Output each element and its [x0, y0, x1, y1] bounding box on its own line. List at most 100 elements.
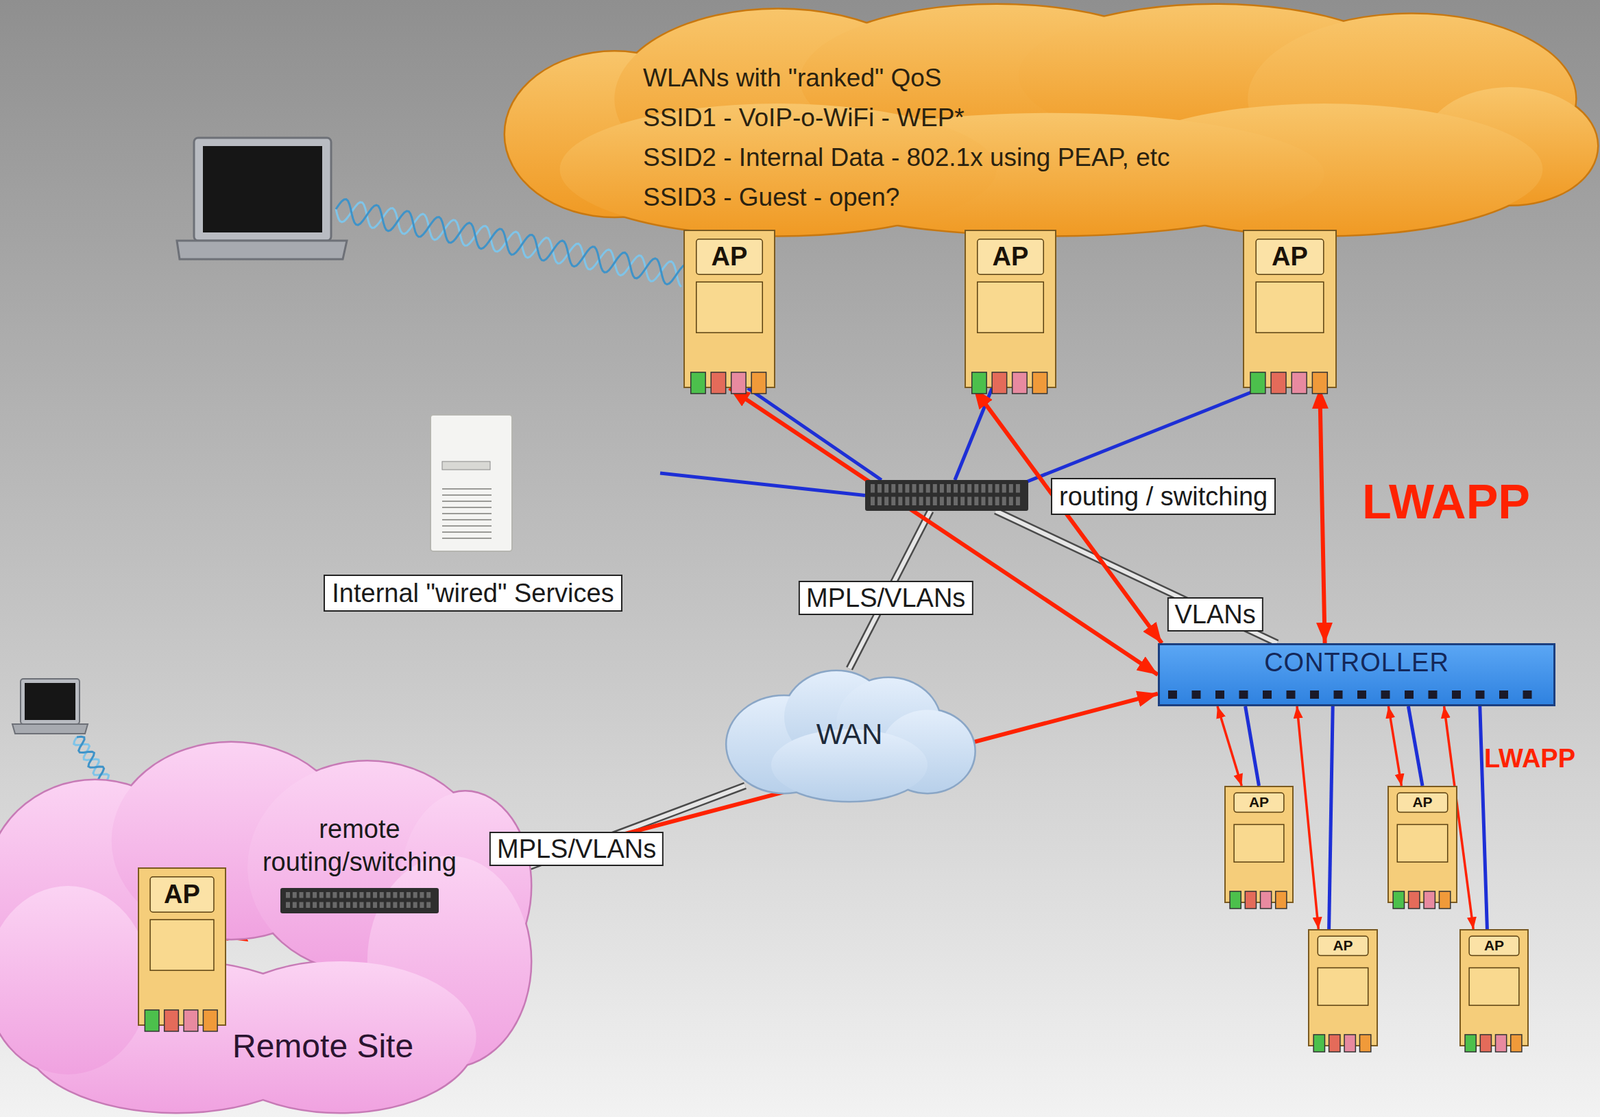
- switch-port: [919, 497, 924, 506]
- ap-port: [1329, 1034, 1341, 1052]
- switch-port: [386, 891, 391, 899]
- ap-label: AP: [137, 876, 227, 912]
- switch-port: [305, 902, 310, 909]
- connector: [1023, 388, 1263, 484]
- ap-port: [1480, 1034, 1492, 1052]
- lwapp-tunnel: [1217, 706, 1242, 786]
- link-label-text: MPLS/VLANs: [806, 583, 966, 613]
- ap-panel: [1233, 823, 1284, 862]
- switch-body: [865, 479, 1029, 511]
- cloud-region: WLANs with "ranked" QoSSSID1 - VoIP-o-Wi…: [505, 4, 1598, 240]
- cable-core: [995, 510, 1278, 644]
- controller-port: [1404, 690, 1414, 699]
- ap-label: AP: [1242, 239, 1337, 275]
- connector: [747, 388, 882, 480]
- switch-port: [372, 891, 378, 899]
- ap-port: [144, 1009, 160, 1032]
- lwapp-tunnel: [226, 693, 1158, 939]
- ap-port: [751, 372, 766, 394]
- ap-label: AP: [1387, 792, 1458, 812]
- switch-port: [870, 497, 875, 506]
- switch-port: [379, 902, 384, 909]
- switch-port: [932, 483, 938, 493]
- ap-panel: [977, 281, 1044, 333]
- switch-port: [904, 483, 909, 493]
- switch-port: [974, 483, 979, 493]
- switch-port: [953, 483, 958, 493]
- ap-case: [1308, 929, 1378, 1046]
- access-point: AP: [683, 229, 776, 389]
- switch-port: [359, 902, 365, 909]
- link-label: MPLS/VLANs: [489, 831, 664, 866]
- cloud-text-block: WLANs with "ranked" QoSSSID1 - VoIP-o-Wi…: [643, 58, 1171, 218]
- server-vent: [442, 494, 492, 496]
- switch-port: [995, 483, 1000, 493]
- connector: [1319, 388, 1325, 644]
- ap-port: [1012, 372, 1027, 394]
- connector: [1408, 706, 1423, 786]
- server-case: [430, 414, 513, 552]
- ap-label: AP: [964, 239, 1057, 275]
- access-point: AP: [1459, 928, 1529, 1047]
- switch-label-box: routing / switching: [1050, 477, 1276, 515]
- ap-port: [1423, 891, 1435, 909]
- ap-port: [202, 1009, 218, 1032]
- switch-port: [339, 902, 344, 909]
- lwapp-tunnel: [1297, 706, 1319, 929]
- switch-port: [898, 483, 903, 493]
- switch-port: [386, 902, 391, 909]
- wlan-text: SSID3 - Guest - open?: [643, 177, 1171, 218]
- switch-port: [877, 483, 882, 493]
- switch-box: routing / switching: [865, 479, 1029, 511]
- ap-panel: [1397, 823, 1448, 862]
- access-point: AP: [1242, 229, 1337, 389]
- switch-port: [932, 497, 938, 506]
- switch-port: [980, 497, 986, 506]
- ap-label: AP: [1307, 935, 1378, 955]
- switch-port: [332, 891, 337, 899]
- controller-box: CONTROLLER: [1157, 643, 1556, 707]
- switch-port: [884, 497, 889, 506]
- switch-port: [413, 891, 418, 899]
- server-label: Internal "wired" Services: [331, 578, 614, 608]
- link-label: MPLS/VLANs: [798, 580, 973, 615]
- switch-port: [919, 483, 924, 493]
- server-vent: [442, 518, 492, 521]
- cable-outline: [995, 510, 1278, 644]
- ap-port: [1464, 1034, 1476, 1052]
- ap-port: [183, 1009, 199, 1032]
- ap-case: [684, 230, 775, 388]
- controller-port: [1192, 690, 1202, 699]
- switch-port: [967, 483, 972, 493]
- switch-port: [967, 497, 972, 506]
- controller-port: [1381, 690, 1391, 699]
- connector: [660, 473, 866, 496]
- ap-panel: [1255, 281, 1324, 333]
- connector: [1217, 706, 1242, 786]
- ap-label: AP: [683, 239, 776, 275]
- switch-port: [353, 891, 358, 899]
- access-point: AP: [137, 867, 227, 1026]
- switch-body: [280, 887, 439, 914]
- switch-port: [1002, 483, 1007, 493]
- switch-port: [960, 497, 965, 506]
- ap-panel: [1469, 967, 1520, 1005]
- ap-panel: [696, 281, 763, 333]
- ap-port: [1495, 1034, 1507, 1052]
- wlan-text: SSID2 - Internal Data - 802.1x using PEA…: [643, 137, 1171, 178]
- connector: [995, 510, 1278, 644]
- switch-port: [891, 483, 896, 493]
- lwapp-tunnel: [973, 388, 1162, 644]
- link-label-text: MPLS/VLANs: [497, 834, 657, 864]
- server-vent: [442, 500, 492, 502]
- switch-port: [1002, 497, 1007, 506]
- ap-port: [991, 372, 1007, 394]
- switch-port: [285, 902, 290, 909]
- server-vent: [442, 512, 492, 515]
- controller-port: [1168, 690, 1178, 699]
- ap-label: AP: [1224, 792, 1294, 812]
- switch-port: [953, 497, 958, 506]
- ap-port: [710, 372, 726, 394]
